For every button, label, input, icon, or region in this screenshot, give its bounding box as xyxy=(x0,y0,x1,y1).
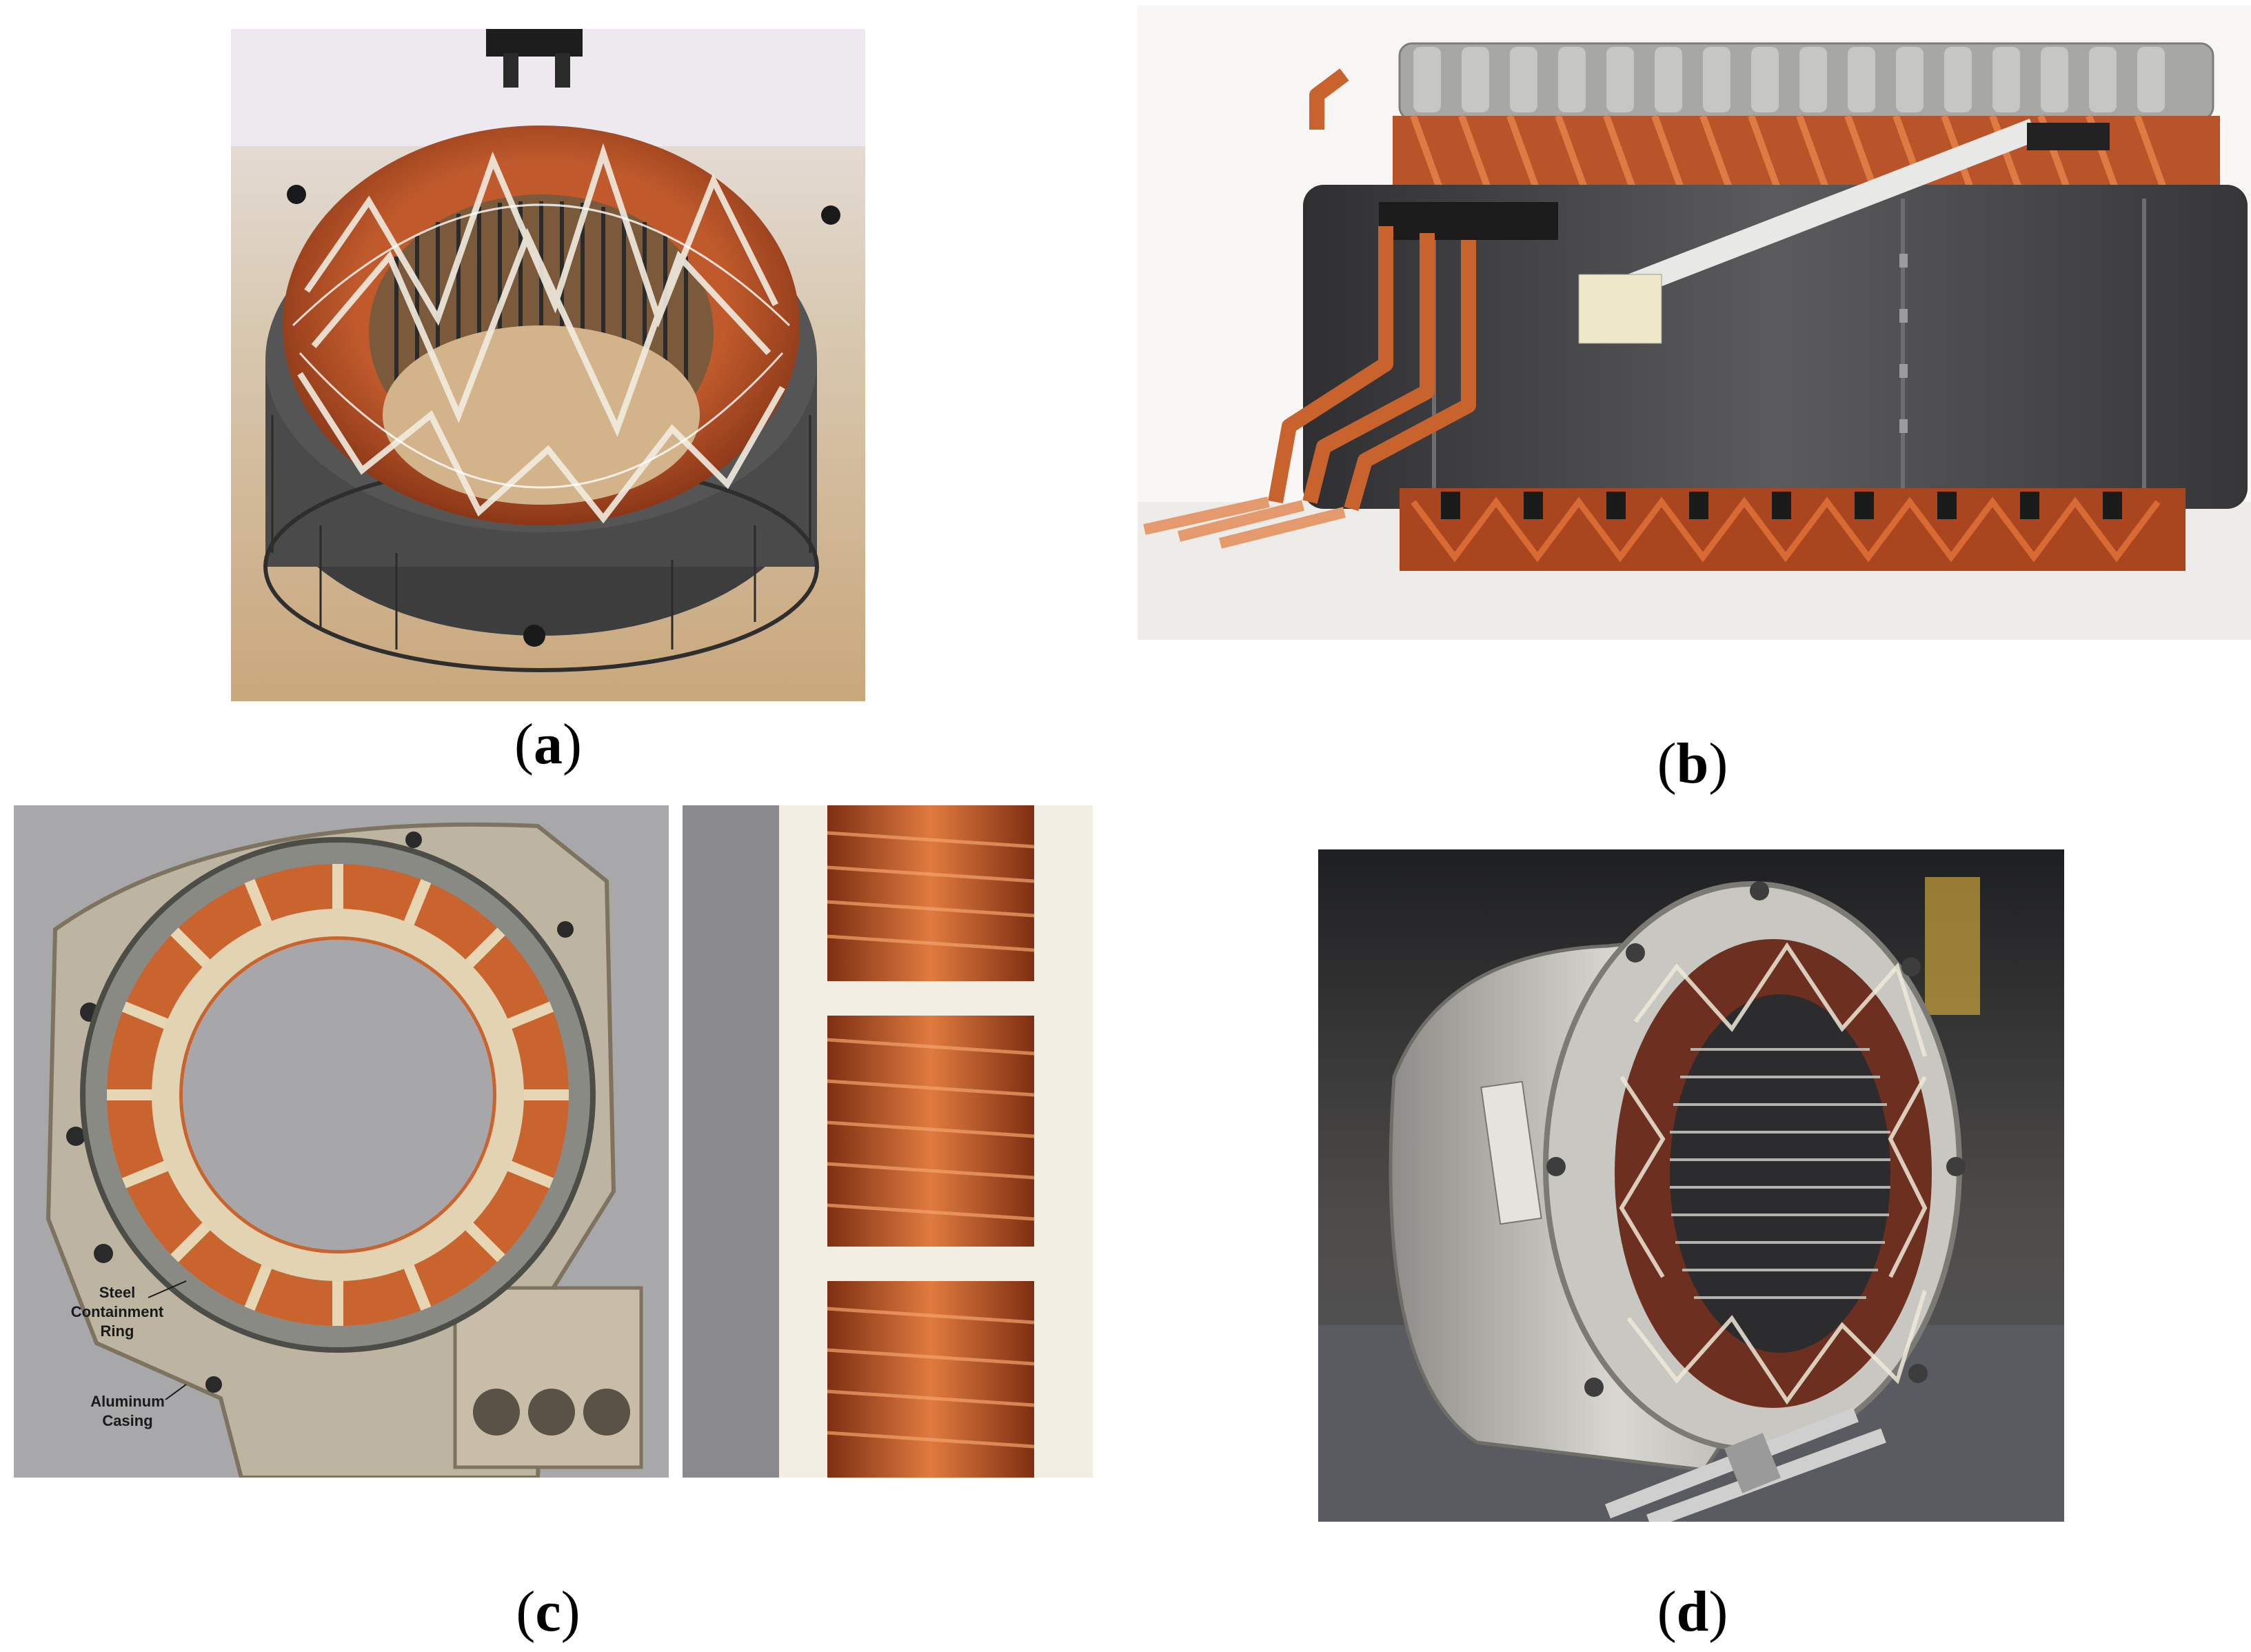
caption-b-letter: b xyxy=(1676,732,1709,796)
caption-b: (b) xyxy=(1657,732,1728,796)
hairpin-stator-photo xyxy=(1138,6,2251,640)
panel-c-photo: Steel Containment Ring Aluminum Casing xyxy=(14,805,1093,1478)
callout-containment: Containment xyxy=(71,1303,164,1320)
caption-c-letter: c xyxy=(535,1580,561,1644)
callout-steel: Steel xyxy=(99,1284,136,1301)
aluminum-casing-callout: Aluminum Casing xyxy=(90,1384,187,1429)
panel-b-photo xyxy=(1138,6,2251,640)
stator-housing-photo: Steel Containment Ring Aluminum Casing xyxy=(14,805,1093,1478)
panel-a-photo xyxy=(231,29,865,701)
motor-stator-photo xyxy=(1318,849,2064,1522)
callout-casing: Casing xyxy=(102,1412,152,1429)
caption-a-letter: a xyxy=(534,712,563,776)
panel-d-photo xyxy=(1318,849,2064,1522)
caption-c: (c) xyxy=(516,1580,581,1644)
stator-ring-photo xyxy=(231,29,865,701)
callout-aluminum: Aluminum xyxy=(90,1393,165,1410)
steel-containment-ring-callout: Steel Containment Ring xyxy=(71,1280,187,1340)
caption-d: (d) xyxy=(1657,1580,1728,1644)
caption-a: (a) xyxy=(514,712,582,776)
caption-d-letter: d xyxy=(1676,1580,1709,1644)
callout-ring: Ring xyxy=(101,1322,134,1340)
